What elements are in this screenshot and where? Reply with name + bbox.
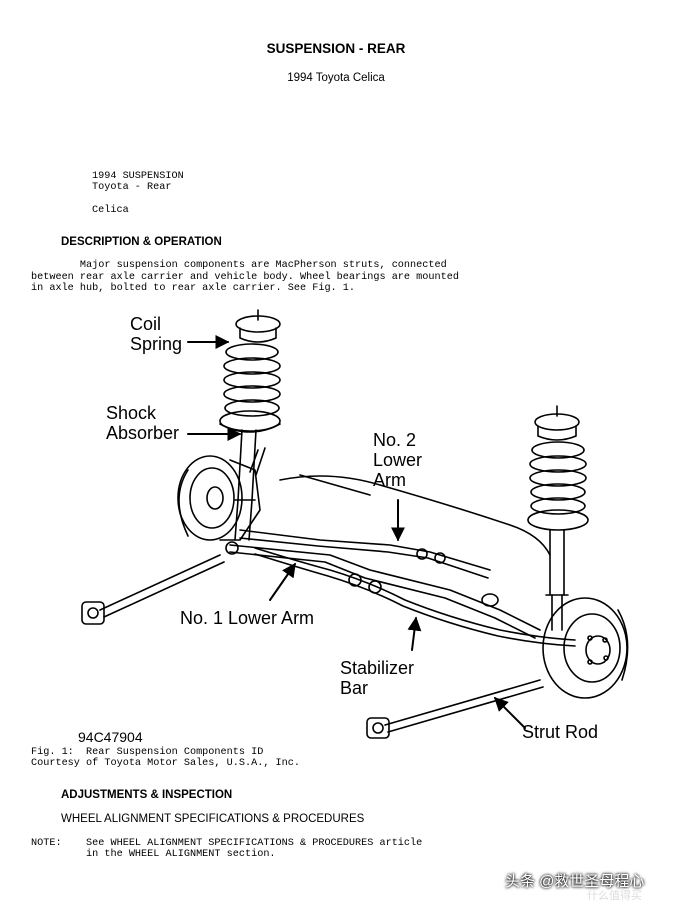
right-coil-spring: [527, 441, 589, 531]
label-no2-1: No. 2: [373, 430, 416, 450]
description-line-3: in axle hub, bolted to rear axle carrier…: [31, 283, 356, 294]
intro-line-2: Toyota - Rear: [92, 182, 172, 193]
left-strut-rod: [81, 554, 225, 625]
adjustments-heading: ADJUSTMENTS & INSPECTION: [61, 789, 233, 801]
right-brake-disc: [542, 597, 629, 699]
no2-lower-arm: [239, 529, 491, 579]
right-shock-absorber: [545, 529, 569, 631]
label-stabilizer-2: Bar: [340, 678, 368, 698]
rear-suspension-figure: Coil Spring Shock Absorber No. 2 Lower A…: [78, 309, 629, 745]
left-brake-hub: [177, 455, 261, 541]
label-shock-1: Shock: [106, 403, 157, 423]
right-strut-rod: [366, 679, 544, 739]
figure-code: 94C47904: [78, 729, 143, 745]
figure-caption-2: Courtesy of Toyota Motor Sales, U.S.A., …: [31, 758, 300, 769]
alignment-subheading: WHEEL ALIGNMENT SPECIFICATIONS & PROCEDU…: [61, 813, 365, 825]
label-coil-spring-2: Spring: [130, 334, 182, 354]
description-line-1: Major suspension components are MacPhers…: [31, 260, 447, 271]
note-line-1: NOTE: See WHEEL ALIGNMENT SPECIFICATIONS…: [31, 838, 423, 849]
stabilizer-bar: [254, 547, 576, 647]
page-subtitle: 1994 Toyota Celica: [287, 72, 385, 84]
right-strut-mount: [534, 405, 580, 441]
description-line-2: between rear axle carrier and vehicle bo…: [31, 272, 459, 283]
left-coil-spring: [219, 343, 281, 433]
label-no2-3: Arm: [373, 470, 406, 490]
no1-lower-arm: [225, 541, 541, 639]
figure-caption-1: Fig. 1: Rear Suspension Components ID: [31, 747, 264, 758]
no1-lower-arm-arrow: [269, 562, 296, 601]
strut-rod-arrow: [494, 697, 526, 729]
label-no1-lower-arm: No. 1 Lower Arm: [180, 608, 314, 628]
intro-line-3: Celica: [92, 205, 129, 216]
page-title: SUSPENSION - REAR: [266, 41, 406, 56]
intro-line-1: 1994 SUSPENSION: [92, 171, 184, 182]
label-coil-spring-1: Coil: [130, 314, 161, 334]
label-shock-2: Absorber: [106, 423, 179, 443]
stabilizer-bar-arrow: [407, 616, 422, 651]
description-heading: DESCRIPTION & OPERATION: [61, 236, 222, 248]
left-shock-absorber: [234, 429, 266, 541]
watermark-subtext: 什么值得买: [587, 890, 642, 902]
note-line-2: in the WHEEL ALIGNMENT section.: [31, 849, 276, 860]
body-crossmember: [279, 475, 551, 556]
label-strut-rod: Strut Rod: [522, 722, 598, 742]
label-stabilizer-1: Stabilizer: [340, 658, 414, 678]
watermark-text: 头条 @救世圣母程心: [505, 873, 645, 890]
label-no2-2: Lower: [373, 450, 422, 470]
